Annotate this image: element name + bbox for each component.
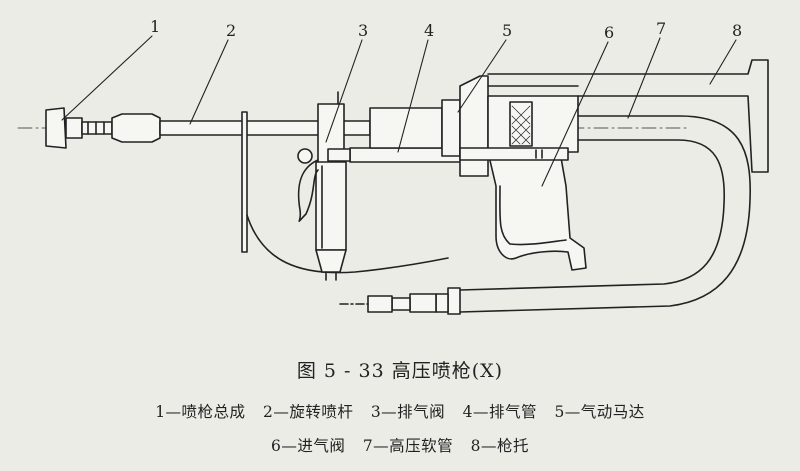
nozzle-assembly	[45, 107, 161, 149]
gun-stock	[487, 59, 769, 173]
callout-1: 1	[150, 17, 160, 36]
inlet-valve-grip	[459, 147, 587, 271]
legend-item-7: 7—高压软管	[362, 437, 454, 455]
callout-7: 7	[656, 19, 666, 38]
spray-gun-drawing: 1 2 3 4 5 6 7 8	[17, 17, 769, 315]
callout-4: 4	[424, 21, 434, 40]
exhaust-valve	[297, 91, 347, 281]
legend-item-3: 3—排气阀	[370, 403, 446, 421]
callout-6: 6	[604, 23, 614, 42]
callout-labels: 1 2 3 4 5 6 7 8	[150, 17, 742, 42]
exhaust-pipe	[327, 147, 467, 163]
callout-5: 5	[502, 21, 512, 40]
callout-leaders	[61, 35, 737, 187]
figure-caption: 图 5 - 33 高压喷枪(Ⅹ)	[296, 360, 504, 382]
high-pressure-hose	[339, 115, 751, 315]
legend-item-4: 4—排气管	[462, 403, 537, 421]
legend-row-2: 6—进气阀 7—高压软管 8—枪托	[0, 434, 800, 456]
callout-8: 8	[732, 21, 742, 40]
legend-row-1: 1—喷枪总成 2—旋转喷杆 3—排气阀 4—排气管 5—气动马达	[0, 400, 800, 422]
legend-item-6: 6—进气阀	[271, 437, 346, 455]
legend-item-1: 1—喷枪总成	[155, 403, 246, 421]
legend-item-5: 5—气动马达	[554, 403, 645, 421]
callout-3: 3	[358, 21, 368, 40]
legend-item-2: 2—旋转喷杆	[263, 403, 354, 421]
callout-2: 2	[226, 21, 236, 40]
legend-item-8: 8—枪托	[470, 437, 529, 455]
